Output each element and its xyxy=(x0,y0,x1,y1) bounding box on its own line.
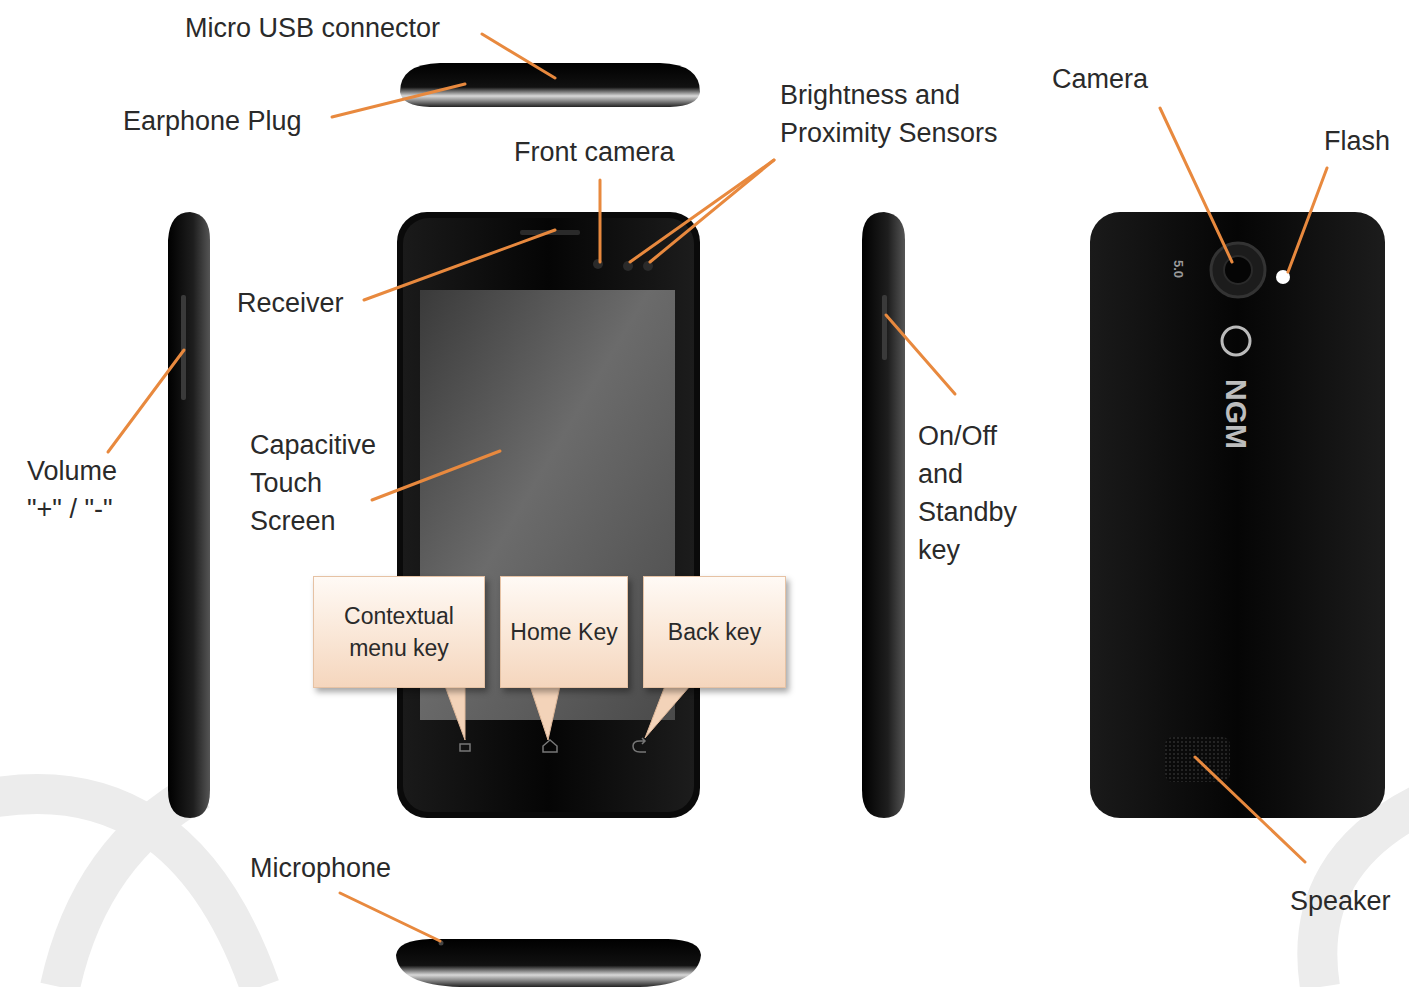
part-label: Micro USB connector xyxy=(185,9,485,47)
part-label: Microphone xyxy=(250,849,435,887)
callout-box: Back key xyxy=(643,576,786,688)
part-label: Flash xyxy=(1324,122,1404,160)
callout-text: Home Key xyxy=(510,616,617,648)
back-view xyxy=(1090,212,1385,818)
callout-box: Contextual menu key xyxy=(313,576,485,688)
part-label: Brightness and Proximity Sensors xyxy=(780,76,1025,152)
part-label: Speaker xyxy=(1290,882,1402,920)
model-marking: 5.0 xyxy=(1171,249,1185,289)
front-view xyxy=(397,212,700,818)
left-side-view xyxy=(168,212,210,818)
part-label: Front camera xyxy=(514,133,704,171)
bottom-view xyxy=(396,939,701,987)
part-label: Earphone Plug xyxy=(123,102,328,140)
callout-text: Contextual menu key xyxy=(322,600,476,664)
brand-logo: NGM xyxy=(1220,374,1252,454)
part-label: Camera xyxy=(1052,60,1172,98)
watermark xyxy=(0,790,1409,987)
part-label: Volume "+" / "-" xyxy=(27,452,145,528)
part-label: On/Off and Standby key xyxy=(918,417,1036,569)
callout-text: Back key xyxy=(668,616,761,648)
top-view xyxy=(400,63,700,107)
part-label: Receiver xyxy=(237,284,367,322)
part-label: Capacitive Touch Screen xyxy=(250,426,390,540)
leader-line xyxy=(108,34,1327,941)
right-side-view xyxy=(862,212,905,818)
callout-box: Home Key xyxy=(500,576,628,688)
callout-pointer xyxy=(445,686,690,740)
